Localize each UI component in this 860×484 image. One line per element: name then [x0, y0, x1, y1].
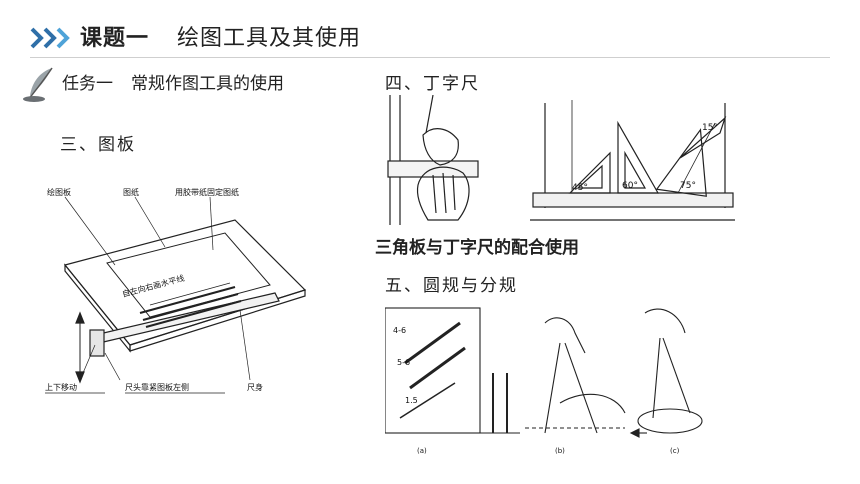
label-body: 尺身: [247, 382, 263, 392]
angle-45-label: 45°: [572, 183, 588, 193]
label-up-down: 上下移动: [45, 382, 77, 392]
label-head: 尺头靠紧图板左侧: [125, 382, 189, 392]
angle-75-label: 75°: [680, 181, 696, 191]
subfig-a-label: (a): [417, 447, 427, 455]
angle-15-label: 15°: [702, 123, 718, 133]
drawing-board-figure: 绘图板 图纸 用胶带纸固定图纸 自左向右画水平线 上下移动 尺头靠紧图板左侧 尺…: [35, 185, 325, 405]
feather-quill-icon: [23, 67, 53, 102]
subfig-c-label: (c): [670, 447, 680, 455]
task-label: 任务一: [62, 74, 113, 94]
angle-60-label: 60°: [622, 181, 638, 191]
tsquare-hand-figure: [378, 95, 488, 225]
section-compass: 五、圆规与分规: [385, 276, 518, 296]
compass-figure: 4-6 5-6 1.5 (a) (b) (c): [385, 303, 705, 458]
topic-label: 绘图工具及其使用: [177, 26, 362, 51]
lesson-label: 课题一: [80, 26, 150, 51]
dim-label-3: 1.5: [405, 396, 418, 405]
triangles-figure: 45° 60° 75° 15°: [530, 98, 735, 225]
section-board: 三、图板: [60, 135, 136, 155]
triple-chevron-right-icon: [30, 27, 70, 49]
page-title: 课题一 绘图工具及其使用: [80, 20, 361, 52]
label-paper: 图纸: [123, 187, 139, 197]
label-tape: 用胶带纸固定图纸: [175, 187, 239, 197]
header-divider: [30, 57, 830, 58]
dim-label-2: 5-6: [397, 358, 410, 367]
tsquare-caption: 三角板与丁字尺的配合使用: [375, 238, 579, 258]
section-tsquare: 四、丁字尺: [385, 74, 480, 94]
subfig-b-label: (b): [555, 447, 565, 455]
task-name: 常规作图工具的使用: [131, 74, 284, 94]
dim-label-1: 4-6: [393, 326, 406, 335]
task-heading: 任务一常规作图工具的使用: [62, 69, 284, 94]
label-horizontal-line: 自左向右画水平线: [121, 273, 185, 299]
label-board: 绘图板: [47, 187, 71, 197]
